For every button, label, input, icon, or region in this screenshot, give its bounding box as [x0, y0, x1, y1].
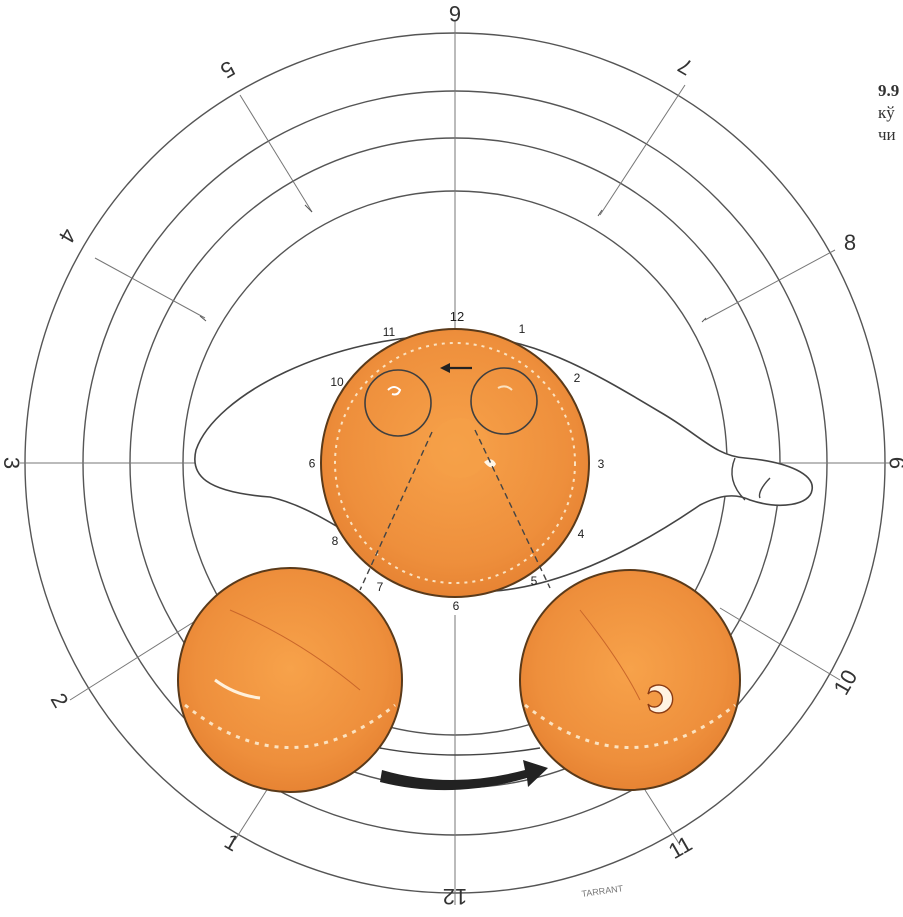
lower-left-fundus: [178, 568, 402, 792]
clock-label-4: 4: [578, 527, 585, 541]
central-fundus: [321, 329, 589, 597]
lower-right-fundus: [520, 570, 740, 790]
clock-label-12: 12: [450, 309, 464, 324]
meridian-1: [600, 85, 685, 215]
clock-label-11: 11: [383, 325, 396, 339]
meridian-2: [705, 250, 835, 320]
outer-label-lower-left: 2: [46, 689, 74, 712]
outer-label-bottom: 12: [443, 884, 467, 909]
clock-label-1: 1: [519, 322, 526, 336]
rotation-arrow: [380, 760, 548, 790]
clock-label-2: 2: [574, 371, 581, 385]
figure-caption: 9.9 кў чи: [878, 80, 903, 146]
clock-label-7: 7: [377, 580, 384, 594]
outer-label-upper-left: 5: [216, 56, 239, 84]
clock-label-6: 6: [453, 599, 460, 613]
clock-label-10: 10: [330, 375, 344, 389]
meridian-7: [235, 785, 270, 840]
bottom-arc: [380, 748, 540, 755]
clock-label-8: 8: [332, 534, 339, 548]
caption-line-2: кў: [878, 102, 903, 124]
outer-label-left: 3: [0, 457, 24, 469]
macula: [430, 418, 490, 478]
outer-label-left-upper: 4: [54, 224, 82, 247]
outer-label-upper-right: 7: [674, 53, 697, 81]
figure-number: 9.9: [878, 80, 903, 102]
clock-label-5: 5: [531, 574, 538, 588]
meridian-11: [240, 95, 312, 212]
outer-label-bottom-left: 1: [220, 829, 243, 857]
meridian-10: [95, 258, 205, 318]
caption-line-3: чи: [878, 124, 903, 146]
ring-ticks: [200, 205, 706, 322]
outer-label-right-upper: 8: [844, 230, 856, 255]
outer-label-lower-right: 10: [828, 665, 862, 699]
outer-label-right: 9: [885, 457, 903, 469]
artist-signature: TARRANT: [581, 883, 624, 899]
clock-label-9: 9: [308, 456, 315, 470]
outer-label-top: 6: [449, 1, 461, 26]
clock-label-3: 3: [598, 457, 605, 471]
